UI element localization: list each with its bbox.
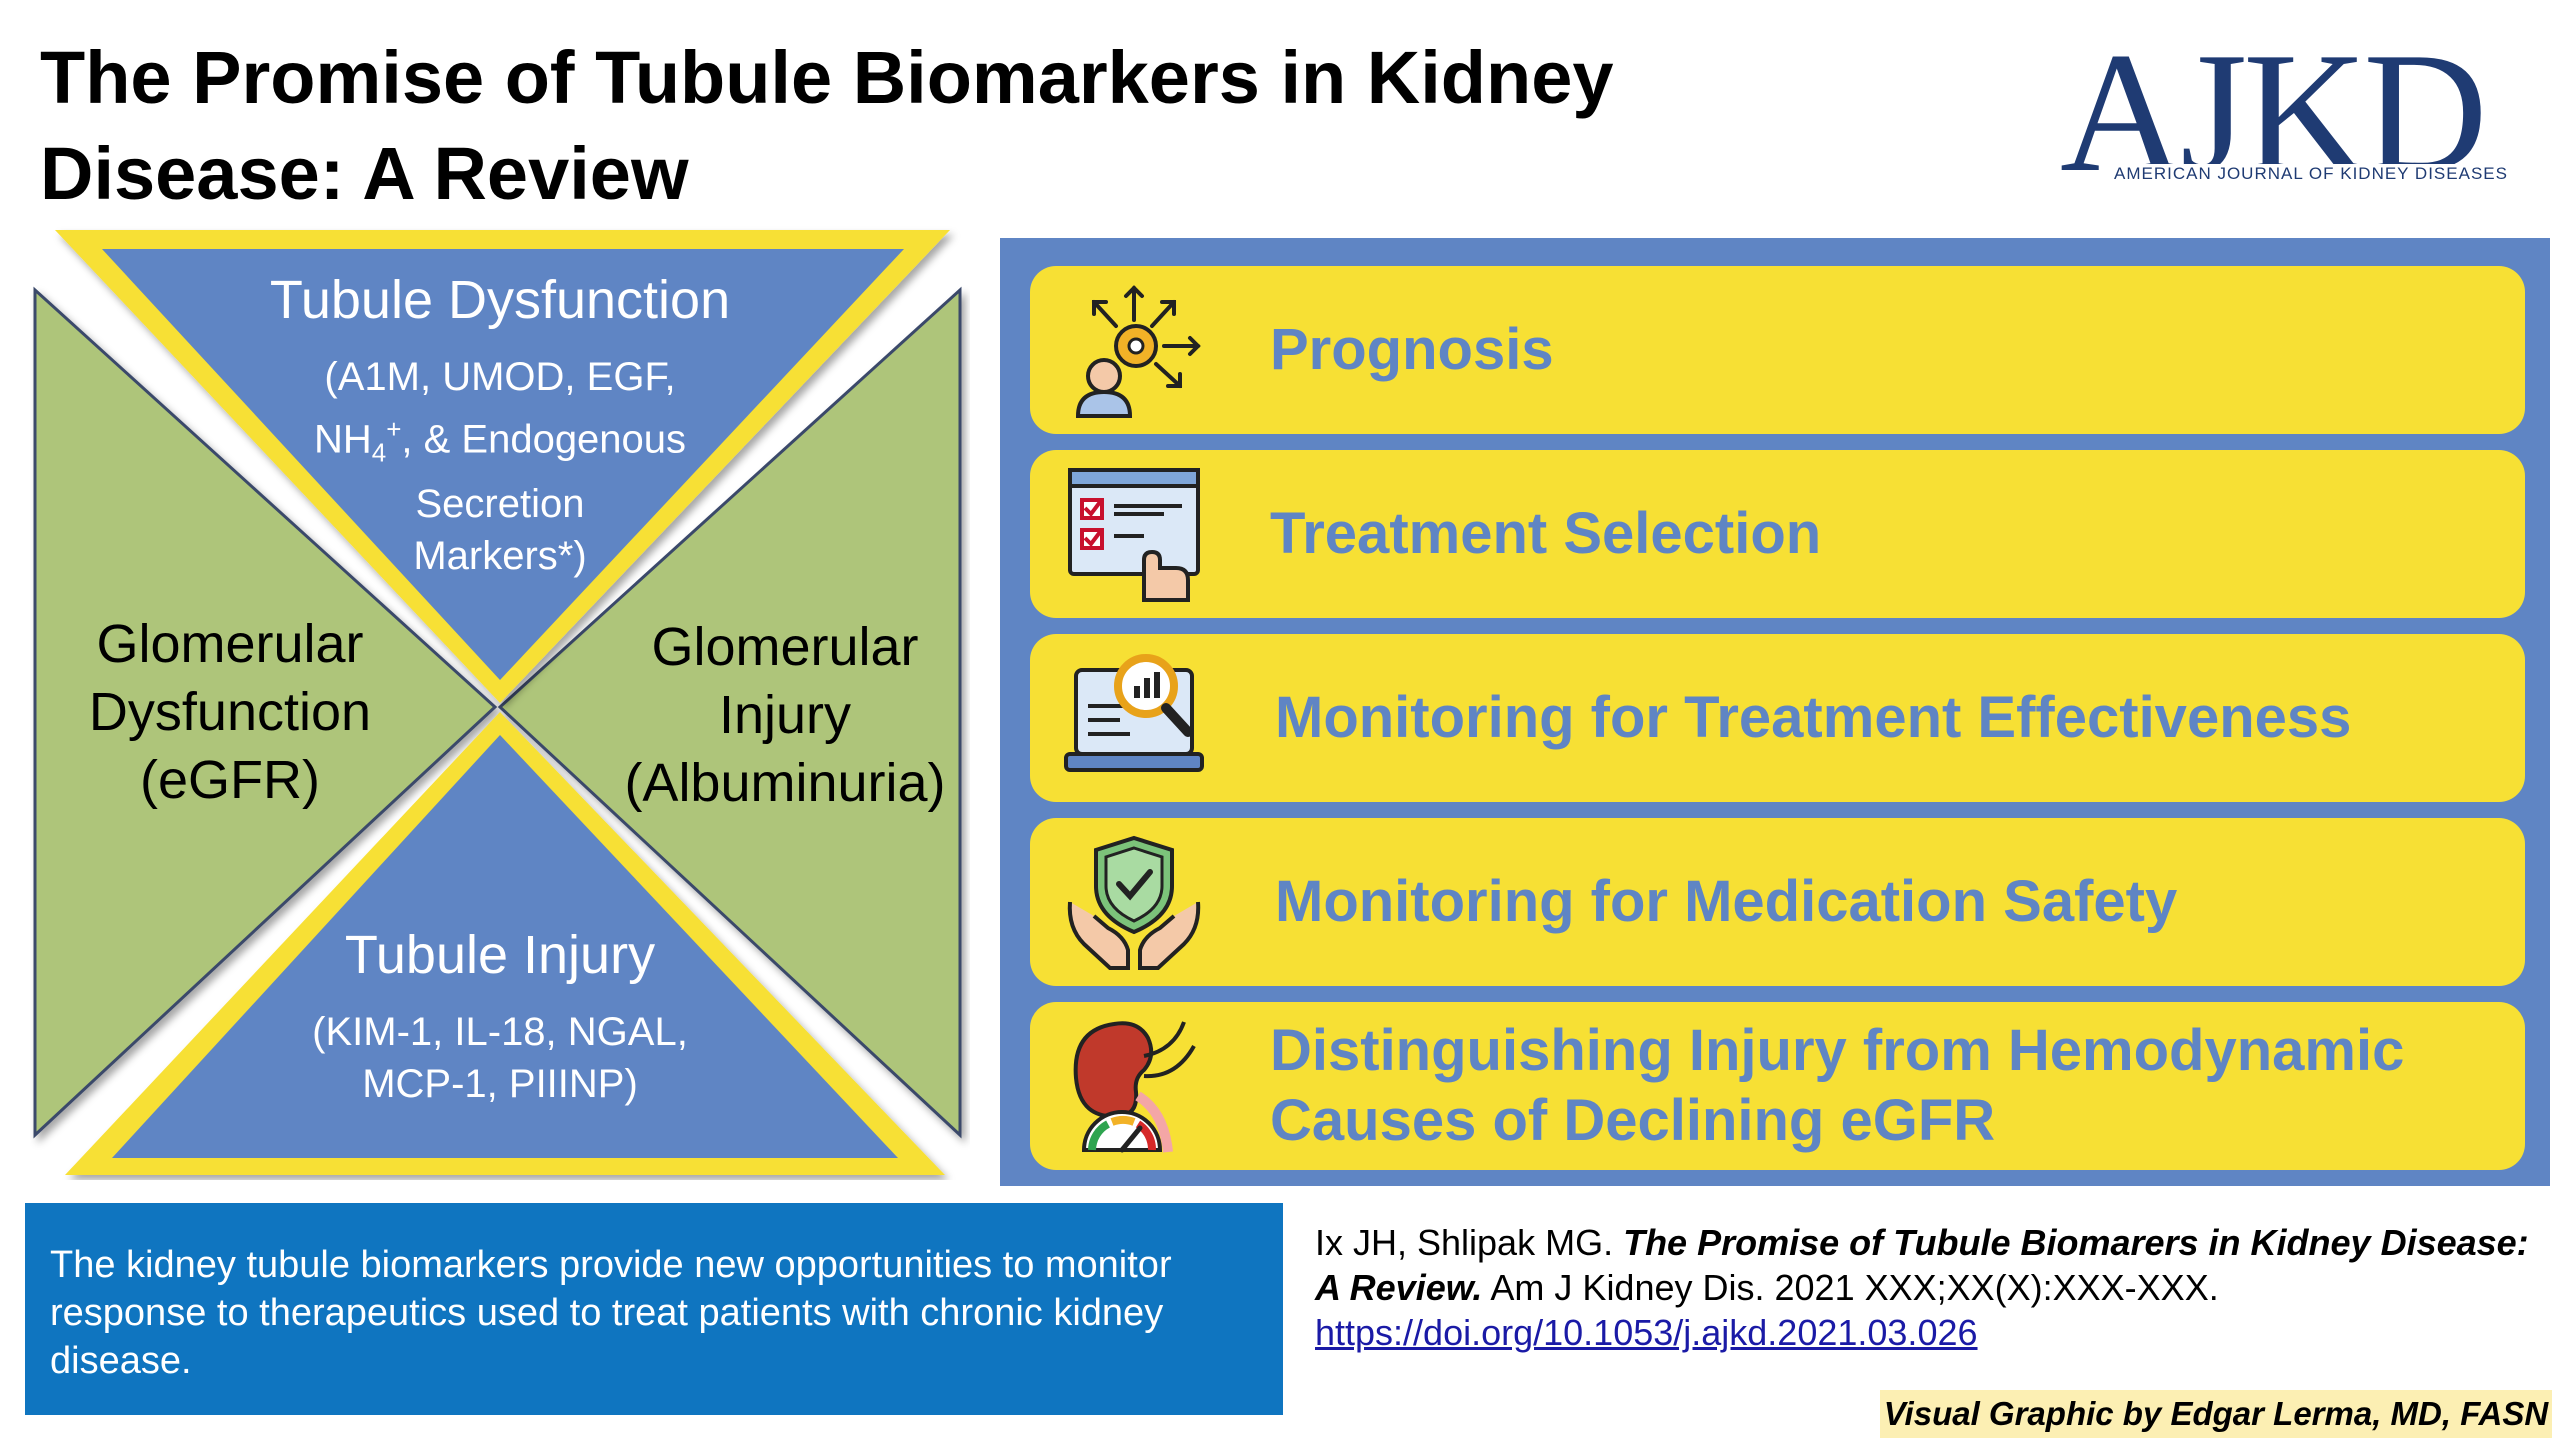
credit-label: Visual Graphic by Edgar Lerma, MD, FASN [1880,1390,2552,1438]
injury-markers-line-1: (KIM-1, IL-18, NGAL, [312,1010,688,1054]
use-monitoring-effectiveness: Monitoring for Treatment Effectiveness [1030,634,2525,802]
top-triangle [102,249,904,680]
left-triangle [33,286,498,1139]
tubule-dysfunction-markers: (A1M, UMOD, EGF, NH4+, & Endogenous Secr… [180,351,820,582]
use-medication-safety: Monitoring for Medication Safety [1030,818,2525,986]
use-prognosis: Prognosis [1030,266,2525,434]
citation-authors: Ix JH, Shlipak MG. [1315,1222,1624,1263]
use-label: Monitoring for Treatment Effectiveness [1275,685,2352,750]
citation: Ix JH, Shlipak MG. The Promise of Tubule… [1315,1220,2535,1355]
prognosis-gear-icon [1064,280,1204,420]
ajkd-logo: AJKD AMERICAN JOURNAL OF KIDNEY DISEASES [2060,27,2514,208]
logo-subtitle: AMERICAN JOURNAL OF KIDNEY DISEASES [2108,164,2514,184]
glomerular-dysfunction-text: Glomerular Dysfunction (eGFR) [88,614,372,810]
tubule-dysfunction-heading: Tubule Dysfunction [269,270,731,330]
tubule-dysfunction-text: Tubule Dysfunction (A1M, UMOD, EGF, NH4+… [180,265,820,582]
shield-hands-icon [1064,832,1204,972]
diagram-shapes [33,230,962,1175]
citation-title: The Promise of Tubule Biomarers in Kidne… [1315,1222,2529,1308]
kidney-gauge-icon [1064,1016,1204,1156]
use-label: Prognosis [1270,317,1554,382]
markers-line-4: Markers*) [413,534,587,579]
use-label: Treatment Selection [1270,501,1822,566]
use-distinguishing-injury: Distinguishing Injury from Hemodynamic C… [1030,1002,2525,1170]
page-title: The Promise of Tubule Biomarkers in Kidn… [40,36,1614,215]
markers-line-3: Secretion [415,482,585,527]
citation-journal: Am J Kidney Dis. 2021 XXX;XX(X):XXX-XXX. [1482,1267,2219,1308]
use-label: Monitoring for Medication Safety [1275,869,2178,934]
markers-line-2: NH4+, & Endogenous [313,414,687,468]
citation-doi-link[interactable]: https://doi.org/10.1053/j.ajkd.2021.03.0… [1315,1312,1978,1353]
tubule-injury-heading: Tubule Injury [344,925,656,985]
right-triangle [497,286,962,1139]
tubule-injury-markers: (KIM-1, IL-18, NGAL, MCP-1, PIIINP) [200,1006,800,1110]
uses-panel: Prognosis Treatment Selection [1000,238,2550,1186]
summary-text: The kidney tubule biomarkers provide new… [50,1244,1172,1382]
laptop-magnifier-chart-icon [1064,648,1204,788]
bottom-triangle [112,735,898,1158]
biomarker-diagram: Tubule Dysfunction (A1M, UMOD, EGF, NH4+… [30,225,970,1180]
injury-markers-line-2: MCP-1, PIIINP) [362,1062,638,1106]
tubule-injury-text: Tubule Injury (KIM-1, IL-18, NGAL, MCP-1… [200,920,800,1110]
glomerular-injury-text: Glomerular Injury (Albuminuria) [624,617,946,813]
summary-box: The kidney tubule biomarkers provide new… [25,1203,1283,1415]
markers-line-1: (A1M, UMOD, EGF, [324,355,676,399]
use-label: Distinguishing Injury from Hemodynamic C… [1270,1018,2405,1153]
checklist-screen-icon [1064,464,1204,604]
use-treatment-selection: Treatment Selection [1030,450,2525,618]
